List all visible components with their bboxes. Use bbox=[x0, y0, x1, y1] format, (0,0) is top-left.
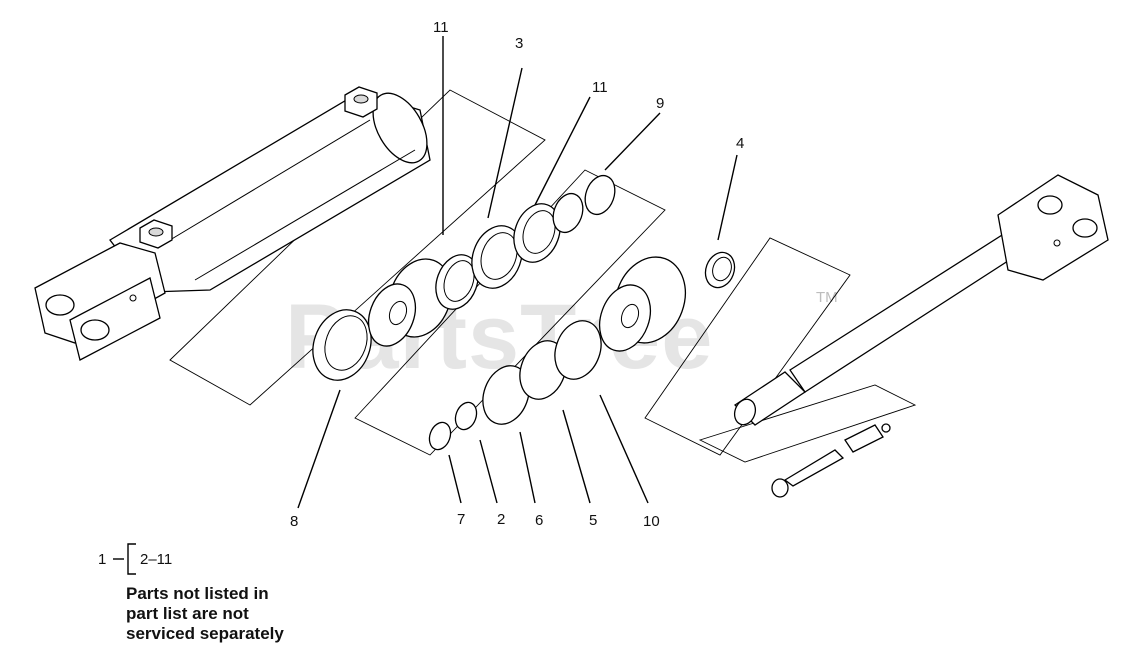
leader-8 bbox=[297, 389, 341, 509]
leader-7 bbox=[448, 454, 462, 504]
callout-2: 2 bbox=[497, 511, 505, 528]
leader-2 bbox=[479, 439, 498, 504]
piston-rod bbox=[733, 174, 1109, 426]
callout-3: 3 bbox=[515, 35, 523, 52]
watermark-tm: TM bbox=[816, 289, 838, 306]
piston bbox=[367, 258, 452, 347]
leader-11b bbox=[534, 96, 591, 206]
cylinder-barrel bbox=[34, 86, 431, 361]
leader-3 bbox=[487, 67, 523, 219]
leader-6 bbox=[519, 431, 536, 504]
part-10-ring bbox=[554, 320, 602, 380]
leader-5 bbox=[562, 409, 591, 504]
parts-note: Parts not listed in part list are not se… bbox=[126, 584, 386, 644]
callout-10: 10 bbox=[643, 513, 660, 530]
plane-gland bbox=[644, 237, 851, 456]
part-7-oring bbox=[428, 421, 452, 451]
note-line: Parts not listed in bbox=[126, 584, 269, 603]
callout-4: 4 bbox=[736, 135, 744, 152]
callout-8: 8 bbox=[290, 513, 298, 530]
part-8-ring bbox=[312, 309, 372, 381]
callout-9: 9 bbox=[656, 95, 664, 112]
note-line: serviced separately bbox=[126, 624, 284, 643]
plane-rod-parts bbox=[698, 384, 917, 463]
gland bbox=[598, 256, 686, 352]
callout-7: 7 bbox=[457, 511, 465, 528]
callout-11b: 11 bbox=[592, 79, 608, 96]
part-9-bushing bbox=[552, 174, 616, 234]
leader-4 bbox=[717, 154, 738, 241]
leader-9 bbox=[604, 112, 661, 171]
legend-parent: 1 bbox=[98, 551, 106, 568]
part-3-ring bbox=[471, 225, 523, 289]
callout-6: 6 bbox=[535, 512, 543, 529]
note-line: part list are not bbox=[126, 604, 249, 623]
part-2-oring bbox=[454, 401, 478, 431]
leader-10 bbox=[599, 394, 649, 504]
part-6-ring bbox=[482, 365, 530, 425]
legend-bracket bbox=[113, 543, 136, 575]
valve-parts bbox=[771, 423, 891, 498]
callout-11a: 11 bbox=[433, 19, 449, 36]
callout-5: 5 bbox=[589, 512, 597, 529]
part-4-wiper bbox=[704, 251, 736, 289]
legend-range: 2–11 bbox=[140, 551, 172, 568]
